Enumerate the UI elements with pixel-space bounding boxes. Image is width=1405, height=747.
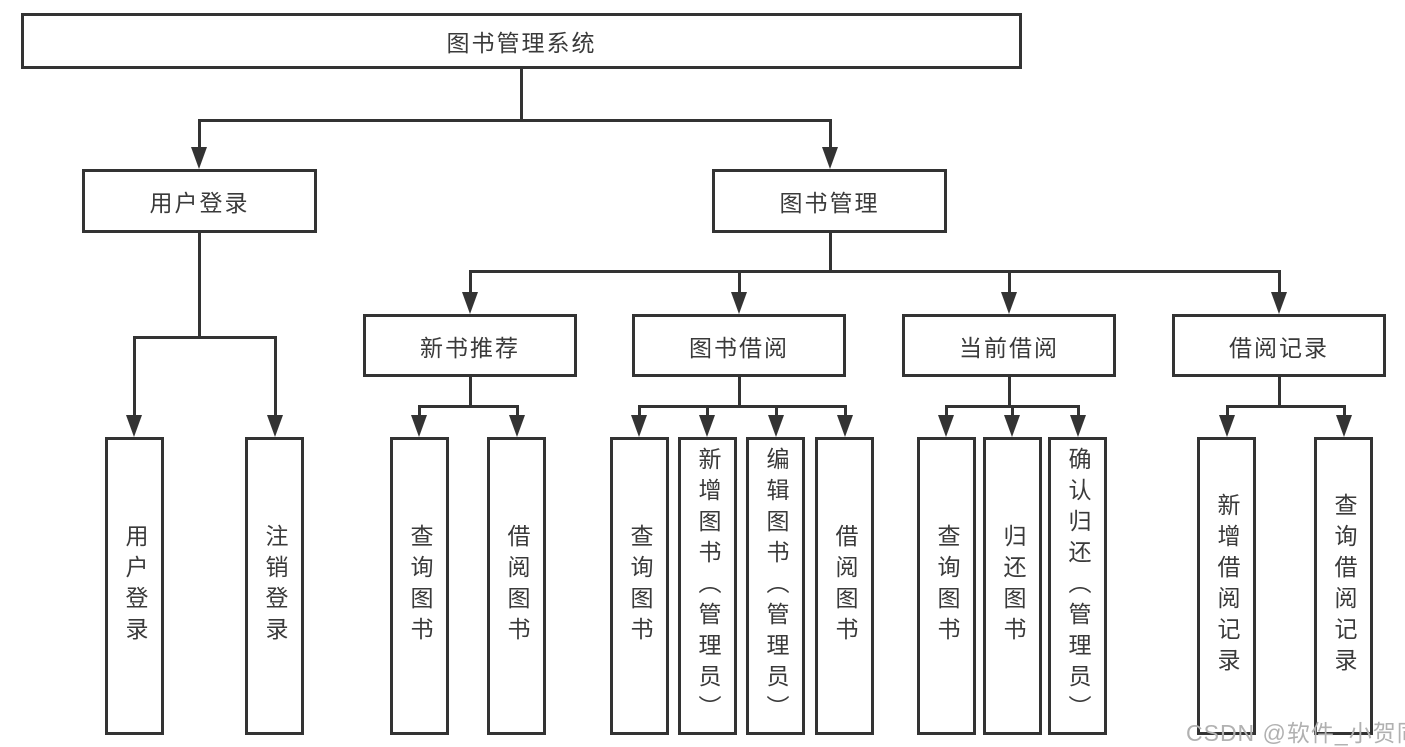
connector-vline: [1225, 406, 1229, 421]
node-leaf-recd-add-record: 新增借阅记录: [1197, 437, 1256, 735]
connector-vline: [774, 406, 778, 421]
node-root-label: 图书管理系统: [446, 30, 597, 56]
connector-vline: [637, 406, 641, 421]
connector-hline: [197, 118, 832, 122]
node-leaf-cur-return-book-label: 归还图书: [1000, 524, 1026, 648]
arrowhead-down-icon: [267, 415, 283, 437]
node-leaf-recd-query-record: 查询借阅记录: [1314, 437, 1373, 735]
arrowhead-down-icon: [509, 415, 525, 437]
node-new-book-recommend: 新书推荐: [363, 314, 577, 377]
node-leaf-bor-add-book-label: 新增图书（管理员）: [695, 446, 721, 726]
connector-vline: [1007, 271, 1011, 298]
arrowhead-down-icon: [1271, 292, 1287, 314]
node-leaf-bor-query-book: 查询图书: [610, 437, 669, 735]
connector-vline: [737, 377, 741, 406]
arrowhead-down-icon: [1336, 415, 1352, 437]
connector-vline: [417, 406, 421, 421]
arrowhead-down-icon: [462, 292, 478, 314]
connector-vline: [468, 377, 472, 406]
node-borrow-records: 借阅记录: [1172, 314, 1386, 377]
node-new-book-recommend-label: 新书推荐: [420, 334, 520, 361]
connector-vline: [944, 406, 948, 421]
node-leaf-rec-borrow-book-label: 借阅图书: [504, 524, 530, 648]
arrowhead-down-icon: [1004, 415, 1020, 437]
connector-vline: [273, 337, 277, 421]
arrowhead-down-icon: [1070, 415, 1086, 437]
connector-vline: [519, 69, 523, 120]
node-leaf-recd-add-record-label: 新增借阅记录: [1214, 493, 1240, 679]
node-leaf-bor-add-book: 新增图书（管理员）: [678, 437, 737, 735]
connector-vline: [1342, 406, 1346, 421]
arrowhead-down-icon: [191, 147, 207, 169]
connector-vline: [737, 271, 741, 298]
node-root: 图书管理系统: [21, 13, 1022, 69]
connector-vline: [1010, 406, 1014, 421]
connector-vline: [843, 406, 847, 421]
arrowhead-down-icon: [822, 147, 838, 169]
node-leaf-rec-borrow-book: 借阅图书: [487, 437, 546, 735]
connector-vline: [828, 233, 832, 271]
connector-vline: [515, 406, 519, 421]
connector-vline: [1076, 406, 1080, 421]
node-leaf-logout: 注销登录: [245, 437, 304, 735]
arrowhead-down-icon: [768, 415, 784, 437]
node-book-borrow: 图书借阅: [632, 314, 846, 377]
node-borrow-records-label: 借阅记录: [1229, 334, 1329, 361]
node-user-login: 用户登录: [82, 169, 317, 233]
arrowhead-down-icon: [631, 415, 647, 437]
connector-vline: [1277, 377, 1281, 406]
connector-vline: [828, 120, 832, 153]
node-leaf-cur-confirm: 确认归还（管理员）: [1048, 437, 1107, 735]
connector-vline: [132, 337, 136, 421]
node-leaf-bor-edit-book: 编辑图书（管理员）: [746, 437, 805, 735]
node-leaf-cur-confirm-label: 确认归还（管理员）: [1065, 446, 1091, 726]
node-leaf-recd-query-record-label: 查询借阅记录: [1331, 493, 1357, 679]
node-leaf-bor-query-book-label: 查询图书: [627, 524, 653, 648]
connector-vline: [1007, 377, 1011, 406]
connector-hline: [132, 335, 277, 339]
node-leaf-bor-borrow-book: 借阅图书: [815, 437, 874, 735]
connector-hline: [1225, 404, 1346, 408]
connector-vline: [197, 120, 201, 153]
arrowhead-down-icon: [837, 415, 853, 437]
node-leaf-bor-edit-book-label: 编辑图书（管理员）: [763, 446, 789, 726]
connector-vline: [468, 271, 472, 298]
node-leaf-bor-borrow-book-label: 借阅图书: [832, 524, 858, 648]
connector-vline: [705, 406, 709, 421]
node-leaf-logout-label: 注销登录: [262, 524, 288, 648]
arrowhead-down-icon: [1001, 292, 1017, 314]
node-leaf-user-login-label: 用户登录: [122, 524, 148, 648]
node-leaf-user-login: 用户登录: [105, 437, 164, 735]
node-book-management-label: 图书管理: [779, 190, 880, 216]
node-current-borrow: 当前借阅: [902, 314, 1116, 377]
node-user-login-label: 用户登录: [149, 190, 250, 216]
arrowhead-down-icon: [126, 415, 142, 437]
arrowhead-down-icon: [411, 415, 427, 437]
watermark: CSDN @软件_小贺同学: [1186, 720, 1405, 746]
connector-hline: [417, 404, 519, 408]
arrowhead-down-icon: [699, 415, 715, 437]
connector-hline: [637, 404, 847, 408]
connector-hline: [468, 269, 1281, 273]
node-leaf-rec-query-book-label: 查询图书: [407, 524, 433, 648]
arrowhead-down-icon: [1219, 415, 1235, 437]
node-book-management: 图书管理: [712, 169, 947, 233]
node-leaf-rec-query-book: 查询图书: [390, 437, 449, 735]
node-book-borrow-label: 图书借阅: [689, 334, 789, 361]
arrowhead-down-icon: [938, 415, 954, 437]
node-leaf-cur-return-book: 归还图书: [983, 437, 1042, 735]
node-leaf-cur-query-book: 查询图书: [917, 437, 976, 735]
arrowhead-down-icon: [731, 292, 747, 314]
node-current-borrow-label: 当前借阅: [959, 334, 1059, 361]
node-leaf-cur-query-book-label: 查询图书: [934, 524, 960, 648]
connector-vline: [1277, 271, 1281, 298]
connector-vline: [197, 233, 201, 337]
